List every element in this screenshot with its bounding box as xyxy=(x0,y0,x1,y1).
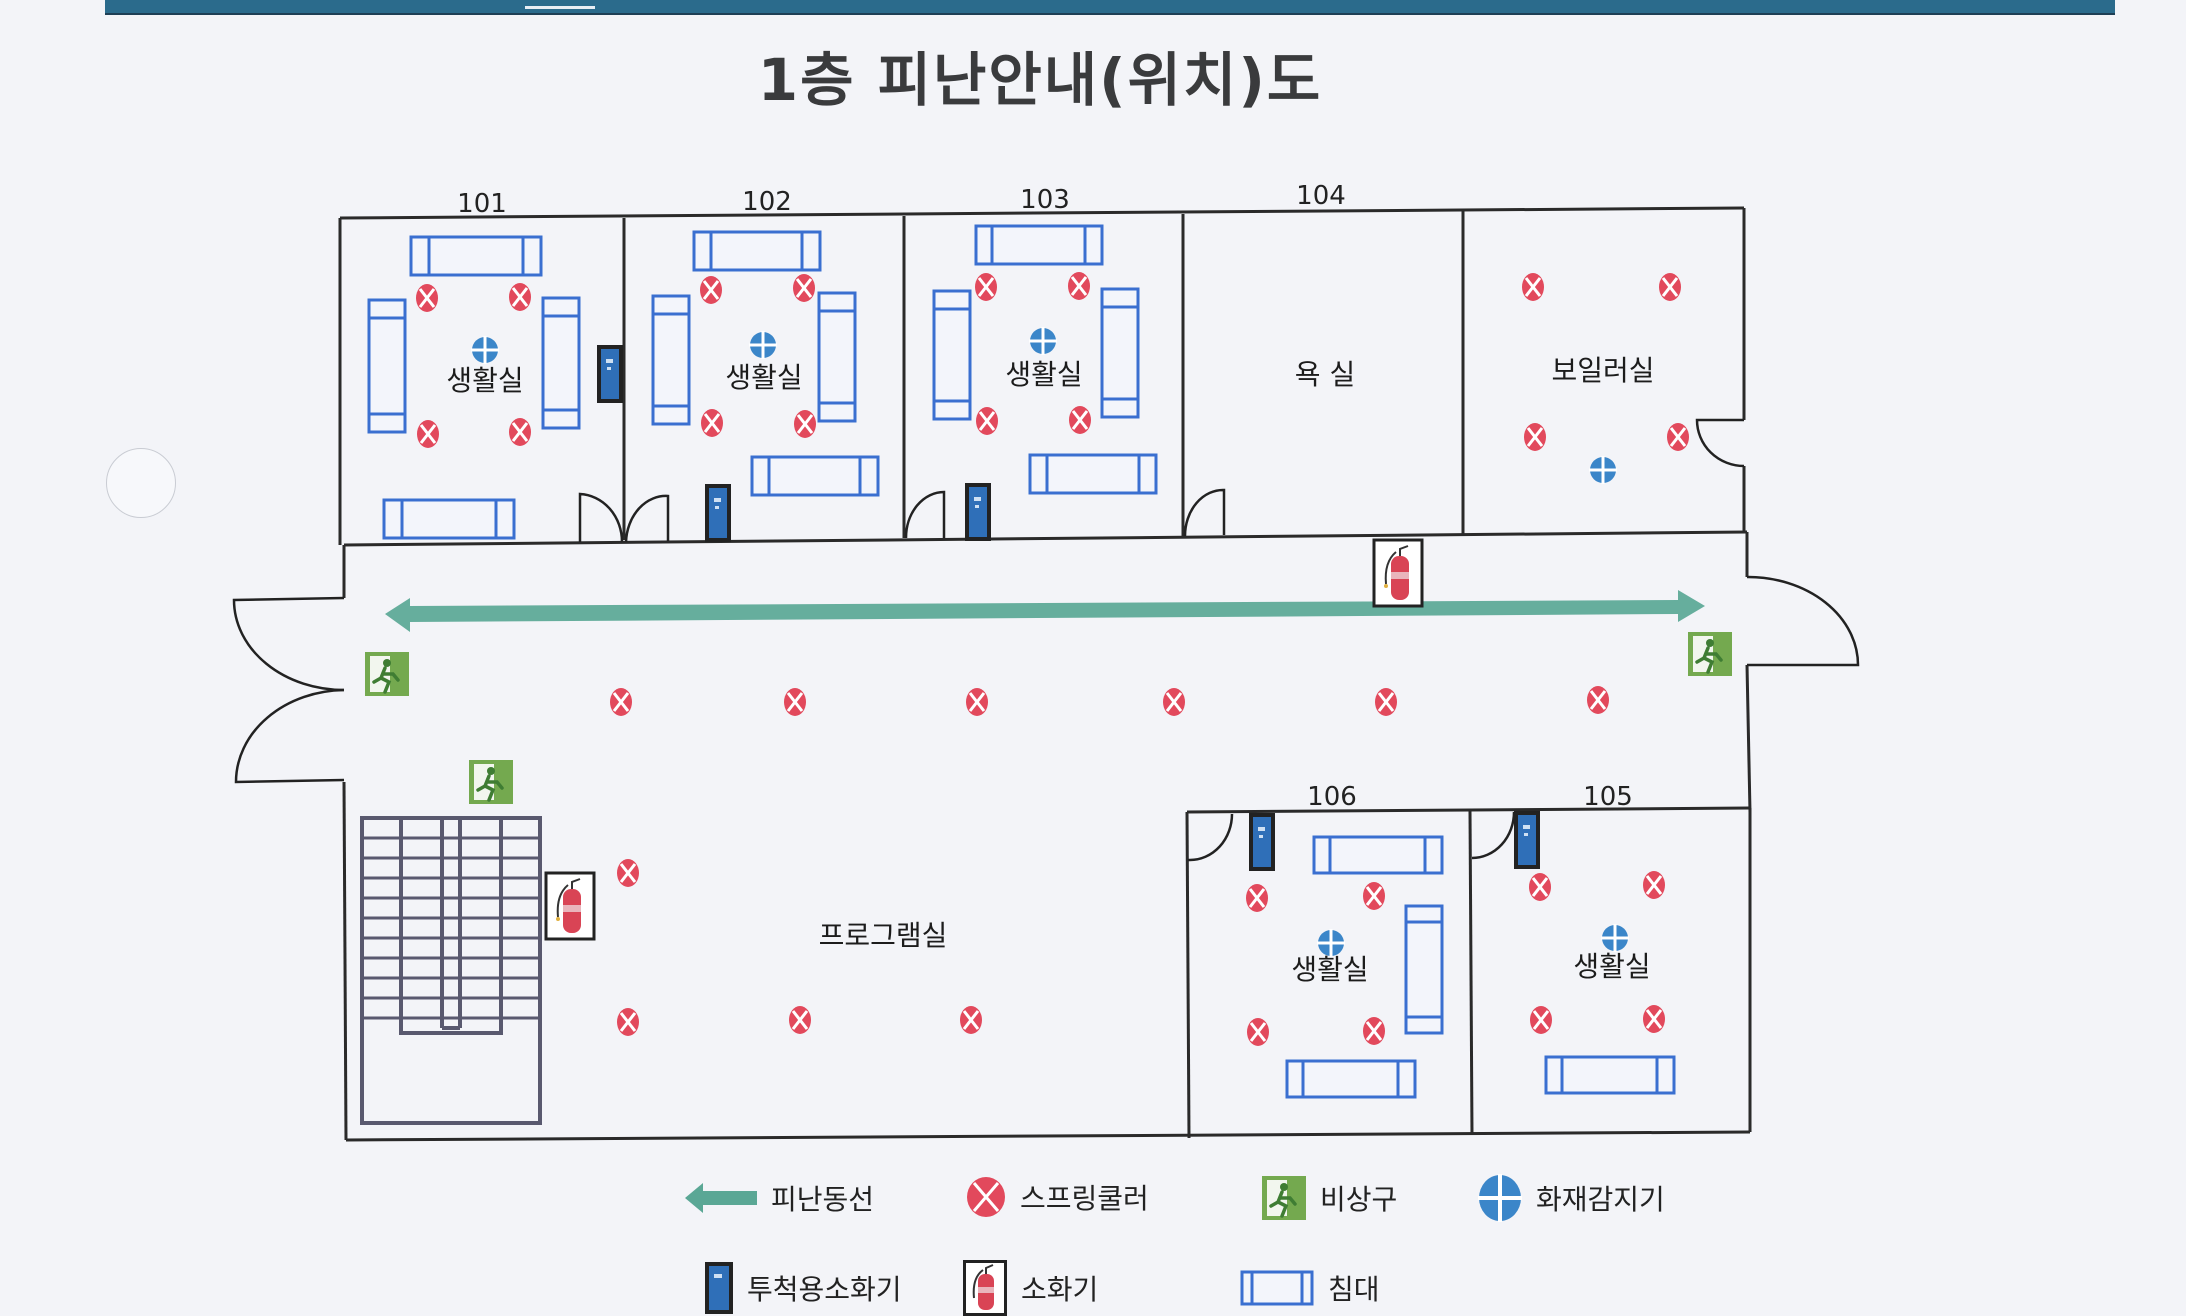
room-name-104: 욕 실 xyxy=(1295,358,1355,391)
legend-item-fire-detector: 화재감지기 xyxy=(1478,1174,1665,1222)
left-exit-door-upper xyxy=(232,596,345,692)
exit-signs xyxy=(363,630,1734,806)
room-number-103: 103 xyxy=(1020,185,1070,215)
walls xyxy=(338,206,1752,1142)
room-name-102: 생활실 xyxy=(725,361,802,394)
bed-icon xyxy=(367,298,407,434)
bed-icon xyxy=(382,498,516,540)
bed-icon xyxy=(1544,1055,1676,1095)
legend-item-sprinkler: 스프링쿨러 xyxy=(966,1176,1149,1218)
legend-label: 투척용소화기 xyxy=(747,1273,902,1306)
evacuation-route-arrow xyxy=(385,590,1705,632)
bed-icon xyxy=(692,230,822,272)
emergency-exit-icon xyxy=(1262,1176,1306,1220)
legend-item-throwable-extinguisher: 투척용소화기 xyxy=(705,1262,902,1314)
left-exit-door-lower xyxy=(234,688,345,784)
beds xyxy=(367,224,1676,1099)
throwable-extinguisher-icon xyxy=(705,1262,733,1314)
legend-label: 비상구 xyxy=(1320,1183,1398,1216)
room-name-101: 생활실 xyxy=(446,364,523,397)
sprinkler-icon xyxy=(967,1177,1005,1217)
room-name-103: 생활실 xyxy=(1005,358,1082,391)
bed-icon xyxy=(974,224,1104,266)
legend-item-bed: 침대 xyxy=(1240,1268,1380,1308)
bed-icon xyxy=(817,291,857,423)
room-number-101: 101 xyxy=(457,189,507,219)
room-name-program: 프로그램실 xyxy=(819,919,948,952)
staircase xyxy=(360,816,542,1125)
legend-item-emergency-exit: 비상구 xyxy=(1262,1176,1397,1220)
room-name-105: 생활실 xyxy=(1573,950,1650,983)
bed-icon xyxy=(1028,453,1158,495)
room-name-106: 생활실 xyxy=(1291,953,1368,986)
legend-label: 피난동선 xyxy=(771,1183,875,1216)
room-number-105: 105 xyxy=(1583,782,1633,812)
room-number-102: 102 xyxy=(742,187,792,217)
doors xyxy=(232,418,1860,862)
fire-extinguishers xyxy=(544,538,1424,941)
legend-item-evacuation-route: 피난동선 xyxy=(685,1178,874,1218)
bed-icon xyxy=(1404,904,1444,1035)
bed-icon xyxy=(932,289,972,421)
room-number-104: 104 xyxy=(1296,181,1346,211)
punch-hole xyxy=(106,448,176,518)
legend-item-fire-extinguisher: 소화기 xyxy=(963,1260,1098,1316)
room-name-boiler: 보일러실 xyxy=(1551,354,1654,387)
legend-label: 화재감지기 xyxy=(1536,1183,1665,1216)
bed-icon xyxy=(1240,1270,1314,1306)
bed-icon xyxy=(541,296,581,430)
right-exit-door xyxy=(1746,575,1860,667)
bed-icon xyxy=(651,294,691,426)
bed-icon xyxy=(409,235,543,277)
fire-detectors xyxy=(471,327,1629,957)
evacuation-route-arrow-icon xyxy=(685,1183,757,1213)
header-mark xyxy=(525,6,595,9)
bed-icon xyxy=(1285,1059,1417,1099)
bed-icon xyxy=(750,455,880,497)
legend-label: 소화기 xyxy=(1021,1273,1099,1306)
fire-detector-icon xyxy=(1478,1174,1522,1222)
bed-icon xyxy=(1100,287,1140,419)
fire-extinguisher-icon xyxy=(963,1260,1007,1316)
legend-label: 침대 xyxy=(1328,1273,1380,1306)
page-title: 1층 피난안내(위치)도 xyxy=(757,46,1323,114)
room-number-106: 106 xyxy=(1307,782,1357,812)
bed-icon xyxy=(1312,835,1444,875)
header-bar xyxy=(105,0,2115,15)
legend-label: 스프링쿨러 xyxy=(1020,1182,1149,1215)
